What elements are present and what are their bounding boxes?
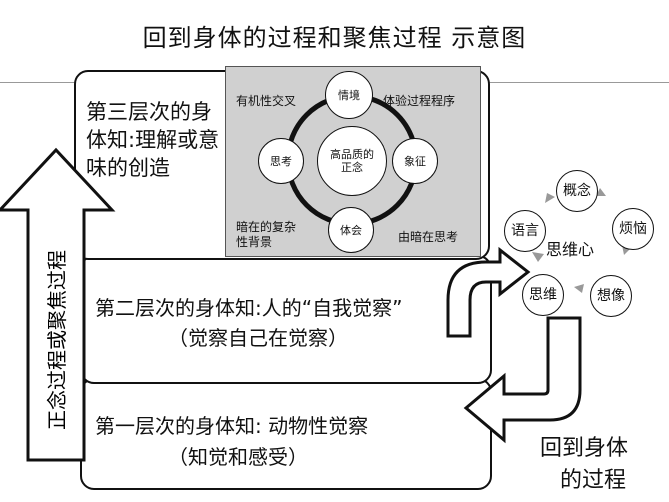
upward-arrow-label: 正念过程或聚焦过程	[45, 250, 69, 430]
node-symbol: 象征	[392, 138, 438, 184]
corner-bottom-right: 由暗在思考	[398, 230, 459, 244]
mind-node-thinking: 思维	[522, 274, 564, 316]
layer-third-label: 第三层次的身体知:理解或意味的创造	[86, 100, 220, 180]
return-label-line1: 回到身体	[540, 436, 629, 461]
upward-arrow	[0, 147, 116, 462]
return-arrow	[463, 316, 582, 444]
corner-top-left: 有机性交叉	[236, 94, 297, 108]
node-feeling: 体会	[328, 207, 374, 253]
layer-second-sublabel: （觉察自己在觉察）	[168, 326, 348, 350]
node-situation: 情境	[325, 71, 373, 119]
layer-first-label: 第一层次的身体知: 动物性觉察	[95, 414, 369, 438]
layer-second-label: 第二层次的身体知:人的“自我觉察”	[95, 296, 403, 320]
mind-center-label: 思维心	[546, 240, 595, 259]
return-label-line2: 的过程	[560, 468, 627, 493]
layer-first-box	[80, 378, 492, 490]
diagram-title: 回到身体的过程和聚焦过程 示意图	[142, 24, 527, 52]
node-high-quality-mindfulness: 高品质的正念	[317, 126, 387, 196]
layer-first-sublabel: （知觉和感受）	[168, 445, 308, 469]
rise-arrow	[446, 246, 531, 338]
layer-second-box	[80, 255, 492, 384]
mind-node-language: 语言	[504, 210, 546, 252]
corner-bottom-left: 暗在的复杂性背景	[236, 220, 297, 249]
mind-node-trouble: 烦恼	[612, 208, 654, 250]
mind-node-concept: 概念	[556, 170, 598, 212]
node-thinking: 思考	[258, 138, 304, 184]
corner-top-right: 体验过程程序	[383, 94, 456, 108]
mind-node-imagine: 想像	[590, 275, 632, 317]
